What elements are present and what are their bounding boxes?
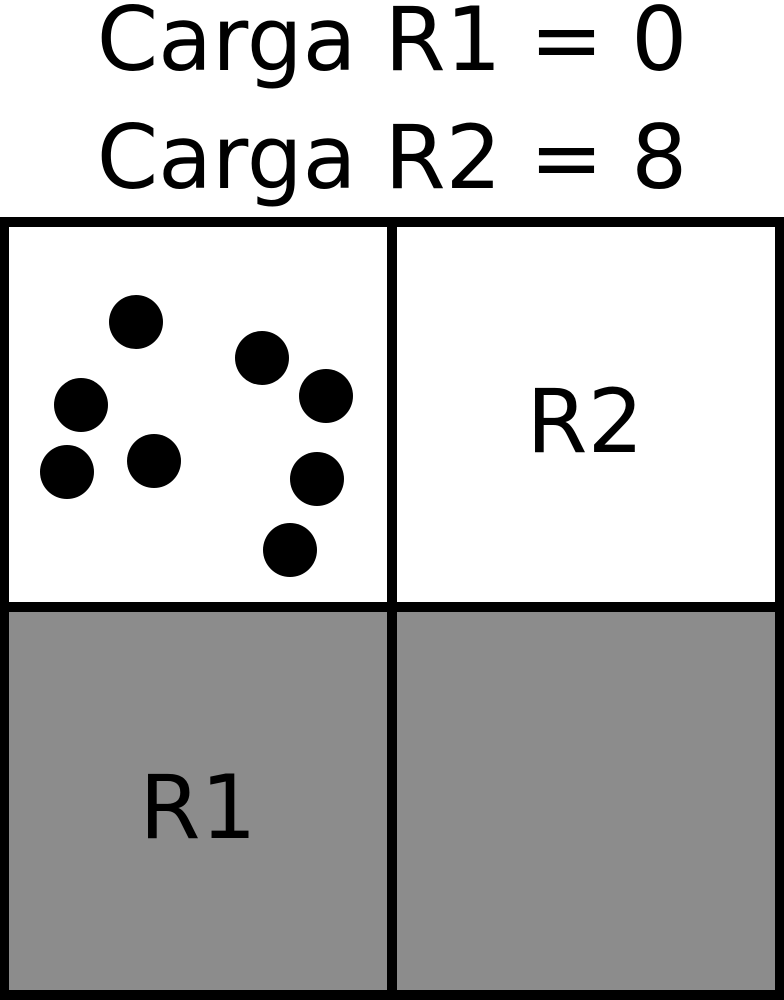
particle: [299, 369, 353, 423]
load-r1-label: Carga R1 = 0: [96, 0, 688, 91]
cell-bottom-left: [4, 608, 392, 996]
load-r2-label: Carga R2 = 8: [96, 106, 688, 209]
particle: [127, 434, 181, 488]
particle: [54, 378, 108, 432]
particles: [40, 295, 353, 577]
region-label-r1: R1: [139, 756, 256, 859]
cell-top-right: [392, 222, 780, 608]
particle: [40, 445, 94, 499]
particle: [290, 452, 344, 506]
cell-bottom-right: [392, 608, 780, 996]
particle: [235, 331, 289, 385]
particle: [263, 523, 317, 577]
region-label-r2: R2: [526, 370, 643, 473]
particle: [109, 295, 163, 349]
